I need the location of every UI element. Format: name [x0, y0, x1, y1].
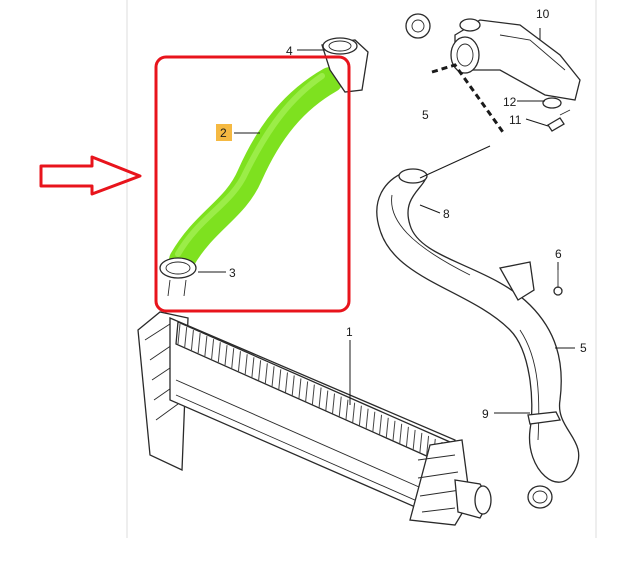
core-fin [305, 381, 309, 402]
callout-5-lower: 5 [580, 341, 587, 355]
highlight-frame [154, 55, 351, 313]
core-fin [352, 402, 356, 423]
core-fin [291, 375, 295, 396]
core-fin [399, 423, 403, 444]
callout-10: 10 [536, 7, 550, 21]
turbo-outlet-assembly [405, 13, 581, 136]
upper-clamp [321, 37, 369, 93]
core-fin [184, 326, 188, 348]
pointer-arrow-icon [39, 155, 142, 196]
core-fin [284, 372, 288, 393]
core-fin [372, 411, 376, 432]
callout-8: 8 [443, 207, 450, 221]
core-fin [298, 378, 302, 399]
callout-6: 6 [555, 247, 562, 261]
core-fin [311, 384, 315, 405]
core-fin [392, 420, 396, 441]
callout-2: 2 [220, 126, 227, 140]
core-fin [345, 399, 349, 420]
core-fin [258, 360, 262, 381]
core-fin [318, 387, 322, 408]
core-fin [278, 369, 282, 390]
core-fin [358, 405, 362, 426]
callout-5-upper: 5 [422, 108, 429, 122]
hose-highlight [169, 67, 343, 273]
core-fin [217, 342, 221, 363]
core-fins [177, 323, 443, 463]
core-fin [237, 351, 241, 372]
intercooler [137, 311, 492, 526]
core-fin [338, 396, 342, 417]
core-fin [177, 323, 181, 345]
core-fin [197, 333, 201, 354]
core-fin [379, 414, 383, 435]
core-fin [244, 354, 248, 375]
callout-2-badge [216, 124, 232, 141]
core-fin [271, 366, 275, 387]
lower-clamp [159, 257, 197, 297]
core-fin [204, 336, 208, 357]
core-fin [412, 429, 416, 450]
core-fin [264, 363, 268, 384]
callout-12: 12 [503, 95, 517, 109]
core-fin [231, 348, 235, 369]
callout-3: 3 [229, 266, 236, 280]
hose-highlight-shade [175, 73, 325, 257]
core-fin [405, 426, 409, 447]
core-fin [385, 417, 389, 438]
core-fin [251, 357, 255, 378]
core-fin [190, 330, 194, 351]
core-fin [211, 339, 215, 360]
callout-11: 11 [509, 113, 522, 127]
callout-1: 1 [346, 325, 353, 339]
core-fin [224, 345, 228, 366]
core-fin [365, 408, 369, 429]
callout-4: 4 [286, 44, 293, 58]
charge-pipe [376, 168, 580, 509]
core-fin [325, 390, 329, 411]
callout-9: 9 [482, 407, 489, 421]
leader-lines [198, 28, 575, 414]
core-fin [419, 432, 423, 453]
core-fin [426, 435, 430, 456]
core-fin [332, 393, 336, 414]
